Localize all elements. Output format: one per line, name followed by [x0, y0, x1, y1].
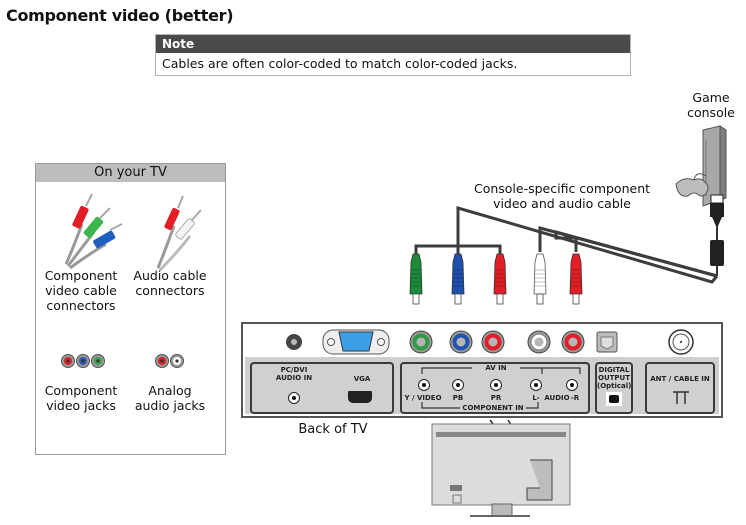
- white-plug-icon: [533, 253, 547, 305]
- pc-audio-jack-upper: [286, 334, 302, 350]
- y-video-label: Y / VIDEO: [404, 394, 442, 402]
- pc-audio-in-jack[interactable]: [288, 392, 300, 404]
- audio-r-label: -R: [570, 394, 580, 402]
- digital-output-group: DIGITAL OUTPUT (Optical): [595, 362, 633, 414]
- tv-back-panel: PC/DVI AUDIO IN VGA AV IN Y / VIDEO PB P…: [241, 322, 723, 418]
- legend-illustrations: [61, 193, 202, 368]
- optical-port-upper: [596, 331, 618, 353]
- note-box: Note Cables are often color-coded to mat…: [155, 34, 631, 76]
- panel-upper-jacks: [286, 329, 694, 355]
- note-heading: Note: [156, 35, 630, 53]
- analog-audio-jacks-icon: [155, 354, 184, 368]
- antenna-port-upper: [668, 329, 694, 355]
- back-of-tv-label: Back of TV: [298, 422, 368, 437]
- component-jacks-label: Component video jacks: [44, 383, 118, 413]
- audio-l-jack[interactable]: [530, 379, 542, 391]
- av-in-label: AV IN: [472, 364, 520, 372]
- blue-jack-upper: [449, 330, 473, 354]
- y-video-jack[interactable]: [418, 379, 430, 391]
- ant-cable-group: ANT / CABLE IN: [645, 362, 715, 414]
- audio-l-label: L-: [532, 394, 540, 402]
- av-component-group: AV IN Y / VIDEO PB PR L- AUDIO -R COMPON…: [400, 362, 590, 414]
- green-jack-upper: [409, 330, 433, 354]
- legend-heading: On your TV: [36, 164, 225, 184]
- cable-lines: [414, 206, 719, 284]
- pr-label: PR: [490, 394, 502, 402]
- audio-cable-label: Audio cable connectors: [133, 268, 207, 298]
- optical-port[interactable]: [606, 392, 622, 406]
- game-console-icon: [702, 125, 727, 207]
- green-plug-icon: [409, 253, 423, 305]
- pc-vga-group: PC/DVI AUDIO IN VGA: [250, 362, 394, 414]
- audio-label: AUDIO: [544, 394, 570, 402]
- component-in-label: COMPONENT IN: [460, 404, 526, 412]
- vga-label: VGA: [353, 375, 371, 383]
- white-jack-upper: [527, 330, 551, 354]
- component-cable-connectors-icon: [64, 193, 123, 270]
- game-console-label: Game console: [687, 90, 735, 120]
- pr-jack[interactable]: [490, 379, 502, 391]
- tv-back-icon: [431, 423, 571, 517]
- pc-dvi-audio-label: PC/DVI AUDIO IN: [275, 366, 313, 382]
- console-plug-icon: [710, 194, 724, 276]
- note-text: Cables are often color-coded to match co…: [162, 56, 518, 71]
- pb-jack[interactable]: [452, 379, 464, 391]
- pb-label: PB: [452, 394, 464, 402]
- section-title: Component video (better): [6, 6, 234, 25]
- red-audio-jack-upper: [561, 330, 585, 354]
- vga-port[interactable]: [348, 391, 372, 403]
- red-jack-upper: [481, 330, 505, 354]
- blue-plug-icon: [451, 253, 465, 305]
- audio-r-jack[interactable]: [566, 379, 578, 391]
- panel-lower-area: PC/DVI AUDIO IN VGA AV IN Y / VIDEO PB P…: [245, 357, 719, 414]
- analog-jacks-label: Analog audio jacks: [134, 383, 206, 413]
- digital-output-label: DIGITAL OUTPUT (Optical): [597, 366, 632, 390]
- antenna-port[interactable]: [671, 390, 691, 406]
- red-audio-plug-icon: [569, 253, 583, 305]
- component-video-jacks-icon: [61, 354, 105, 368]
- component-cable-label: Component video cable connectors: [44, 268, 118, 313]
- controller-icon: [675, 173, 709, 197]
- cable-label: Console-specific component video and aud…: [473, 181, 651, 211]
- red-plug-icon: [493, 253, 507, 305]
- audio-cable-connectors-icon: [156, 195, 202, 272]
- vga-port-upper: [322, 329, 390, 355]
- on-your-tv-legend: On your TV: [35, 163, 226, 455]
- ant-cable-in-label: ANT / CABLE IN: [650, 375, 710, 383]
